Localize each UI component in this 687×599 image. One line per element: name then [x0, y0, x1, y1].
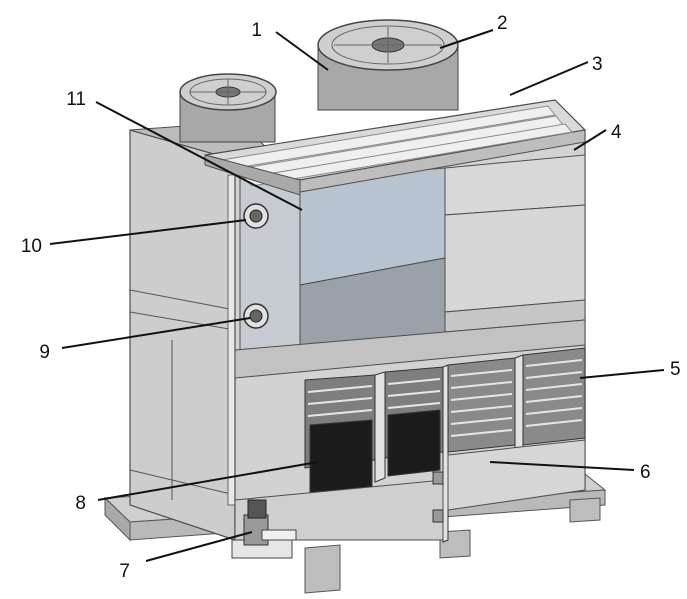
callout-5: 5: [670, 359, 681, 380]
callout-9: 9: [39, 342, 50, 363]
callout-6: 6: [640, 462, 651, 483]
drain-fitting-upper: [432, 471, 444, 485]
callout-8: 8: [75, 493, 86, 514]
drain-fitting-lower: [432, 509, 444, 523]
access-door-panels: [444, 154, 586, 333]
top-deck: [129, 99, 587, 196]
circulation-pump: [231, 499, 297, 559]
callout-labels: 1 2 3 4 5 6 7 8 9 10 11: [21, 13, 681, 582]
collection-basin: [447, 439, 586, 511]
fan-left: [179, 73, 277, 143]
mid-band: [234, 319, 586, 379]
leader-lines: [49, 29, 665, 562]
pipe-connections: [243, 203, 269, 329]
callout-1: 1: [251, 20, 262, 41]
air-inlet-louvers: [304, 347, 586, 543]
callout-7: 7: [119, 561, 130, 582]
lower-front-panel: [234, 479, 444, 541]
fan-right: [317, 19, 459, 111]
callout-4: 4: [611, 122, 622, 143]
callout-2: 2: [497, 13, 508, 34]
callout-11: 11: [66, 89, 86, 110]
callout-3: 3: [592, 54, 603, 75]
drift-eliminators: [221, 105, 573, 187]
callout-10: 10: [21, 236, 42, 257]
